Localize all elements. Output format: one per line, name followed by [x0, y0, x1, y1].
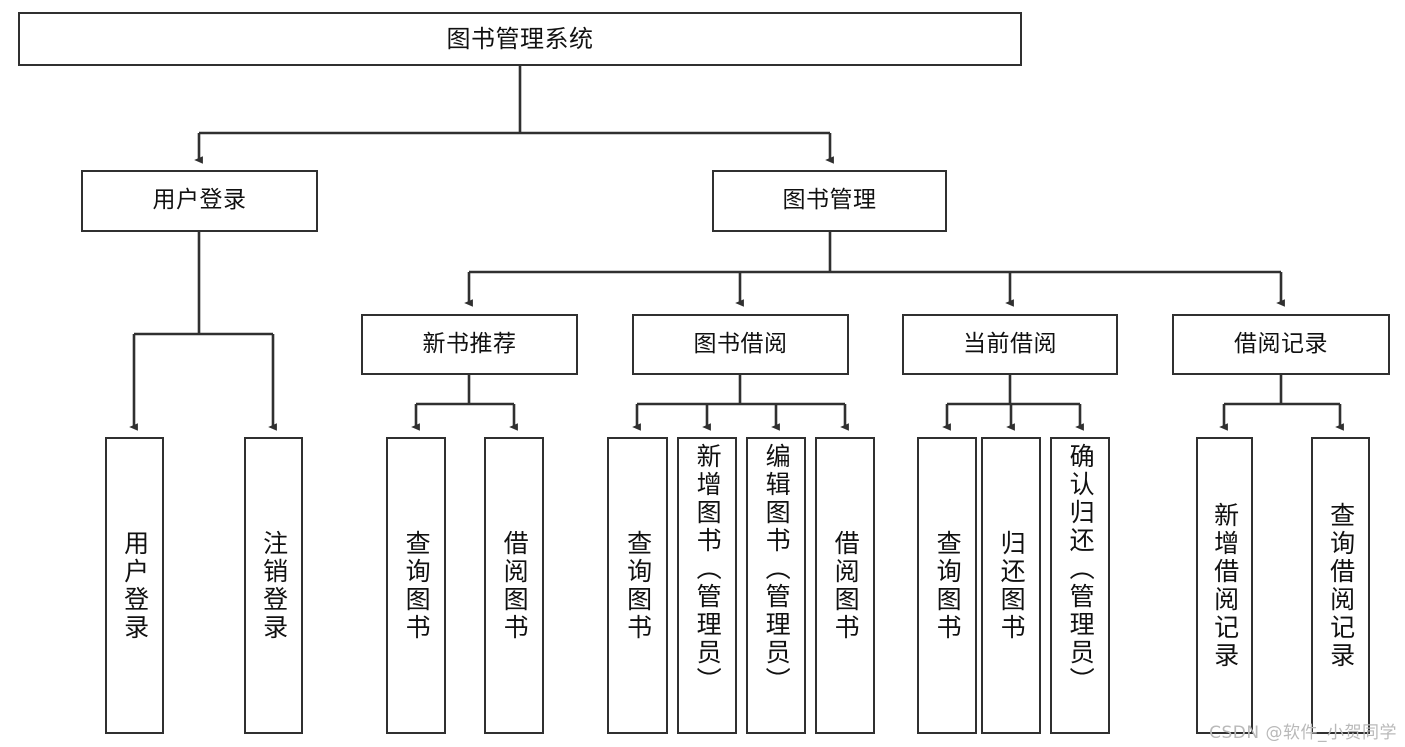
- leaf-add-book-admin[interactable]: 新增图书（管理员）: [677, 437, 737, 734]
- node-label: 图书管理: [782, 187, 877, 214]
- leaf-query-book-borrow[interactable]: 查询图书: [607, 437, 668, 734]
- leaf-return-book[interactable]: 归还图书: [981, 437, 1041, 734]
- node-book-borrow[interactable]: 图书借阅: [632, 314, 849, 375]
- node-label: 图书管理系统: [446, 24, 594, 53]
- leaf-edit-book-admin[interactable]: 编辑图书（管理员）: [746, 437, 806, 734]
- node-label: 用户登录: [120, 529, 150, 642]
- node-label: 查询借阅记录: [1326, 501, 1356, 670]
- node-user-login[interactable]: 用户登录: [81, 170, 318, 232]
- leaf-borrow-book-borrow[interactable]: 借阅图书: [815, 437, 875, 734]
- csdn-watermark: CSDN @软件_小贺同学: [1209, 723, 1397, 743]
- node-label: 查询图书: [623, 529, 653, 642]
- node-book-manage[interactable]: 图书管理: [712, 170, 947, 232]
- node-label: 借阅图书: [500, 529, 530, 642]
- node-borrow-record[interactable]: 借阅记录: [1172, 314, 1390, 375]
- leaf-query-borrow-record[interactable]: 查询借阅记录: [1311, 437, 1370, 734]
- node-label: 注销登录: [259, 529, 289, 642]
- leaf-borrow-book-recommend[interactable]: 借阅图书: [484, 437, 544, 734]
- node-root-system[interactable]: 图书管理系统: [18, 12, 1022, 66]
- node-label: 归还图书: [997, 529, 1027, 642]
- node-label: 编辑图书（管理员）: [762, 443, 792, 695]
- node-current-borrow[interactable]: 当前借阅: [902, 314, 1118, 375]
- leaf-query-book-recommend[interactable]: 查询图书: [386, 437, 446, 734]
- node-label: 借阅图书: [831, 529, 861, 642]
- node-label: 用户登录: [152, 187, 247, 214]
- node-label: 查询图书: [933, 529, 963, 642]
- leaf-add-borrow-record[interactable]: 新增借阅记录: [1196, 437, 1253, 734]
- node-label: 图书借阅: [693, 330, 788, 357]
- node-label: 当前借阅: [963, 330, 1057, 357]
- node-label: 新增图书（管理员）: [693, 443, 723, 695]
- leaf-query-book-current[interactable]: 查询图书: [917, 437, 977, 734]
- leaf-user-login[interactable]: 用户登录: [105, 437, 164, 734]
- node-new-book-recommend[interactable]: 新书推荐: [361, 314, 578, 375]
- node-label: 确认归还（管理员）: [1066, 443, 1096, 695]
- node-label: 借阅记录: [1234, 330, 1328, 357]
- node-label: 新增借阅记录: [1210, 501, 1240, 670]
- node-label: 查询图书: [402, 529, 432, 642]
- leaf-logout-login[interactable]: 注销登录: [244, 437, 303, 734]
- node-label: 新书推荐: [422, 330, 517, 357]
- leaf-confirm-return-admin[interactable]: 确认归还（管理员）: [1050, 437, 1110, 734]
